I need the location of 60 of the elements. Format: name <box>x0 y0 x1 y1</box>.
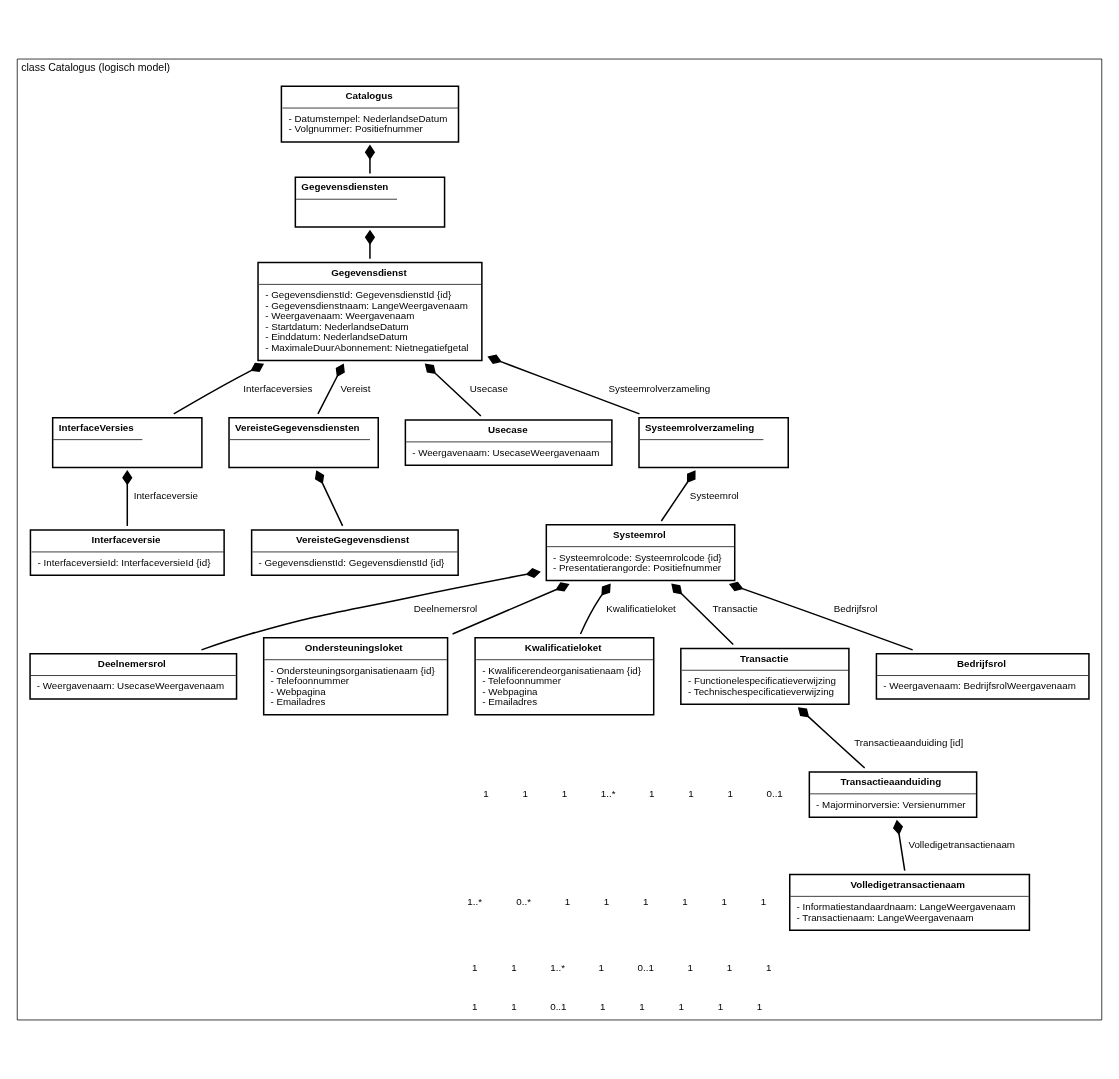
label: 1 <box>564 895 571 907</box>
label: 1 <box>643 895 649 907</box>
label: 0..* <box>516 895 532 907</box>
label: 1 <box>688 788 694 800</box>
label: 1 <box>726 961 733 973</box>
connector <box>317 363 345 415</box>
label: 1 <box>600 1001 606 1013</box>
connector <box>314 470 344 527</box>
connector <box>364 229 376 260</box>
connector <box>451 582 570 635</box>
label: 1 <box>687 961 693 973</box>
connector <box>487 354 641 415</box>
edge-label: Interfaceversie <box>133 489 198 501</box>
label: 1 <box>511 961 517 973</box>
label: 1 <box>522 788 528 800</box>
label: 0..1 <box>766 788 783 800</box>
label: 1 <box>483 788 489 800</box>
label: 1 <box>598 961 605 973</box>
edge-label: Vereist <box>340 382 371 394</box>
edge-label: Kwalificatieloket <box>606 602 676 614</box>
label: 1 <box>649 788 655 800</box>
edge-label: Usecase <box>469 382 508 394</box>
connector <box>172 362 265 415</box>
label: 1 <box>511 1001 517 1013</box>
connector <box>200 568 541 651</box>
edge-label: Transactieaanduiding [id] <box>854 736 964 748</box>
connector <box>660 470 696 522</box>
connector <box>364 144 376 175</box>
label: 1 <box>765 961 772 973</box>
label: 1 <box>682 895 688 907</box>
edge-label: Deelnemersrol <box>413 602 478 614</box>
label: 1..* <box>600 788 616 800</box>
edge-label: Systeemrolverzameling <box>608 382 711 394</box>
label: 1..* <box>467 895 483 907</box>
label: 1 <box>678 1001 684 1013</box>
connector <box>797 707 866 769</box>
edge-label: Systeemrol <box>689 489 739 501</box>
edge-label: Volledigetransactienaam <box>908 839 1016 851</box>
label: 1 <box>561 788 568 800</box>
label: 1..* <box>550 961 565 973</box>
label: 1 <box>727 788 733 800</box>
label: 1 <box>760 895 767 907</box>
edge-label: Bedrijfsrol <box>833 602 878 614</box>
label: 1 <box>471 961 478 973</box>
label: 1 <box>603 895 610 907</box>
edge-label: Interfaceversies <box>243 382 313 394</box>
label: 0..1 <box>550 1001 567 1013</box>
label: 1 <box>639 1001 645 1013</box>
label: 1 <box>471 1001 478 1013</box>
label: 1 <box>756 1001 763 1013</box>
connector <box>892 819 906 872</box>
connector <box>671 583 734 646</box>
connector <box>579 583 611 635</box>
connector <box>424 363 482 417</box>
connector <box>122 470 133 527</box>
label: 1 <box>721 895 727 907</box>
label: 0..1 <box>637 961 654 973</box>
connector <box>728 581 914 651</box>
label: 1 <box>717 1001 724 1013</box>
edge-label: Transactie <box>712 602 758 614</box>
